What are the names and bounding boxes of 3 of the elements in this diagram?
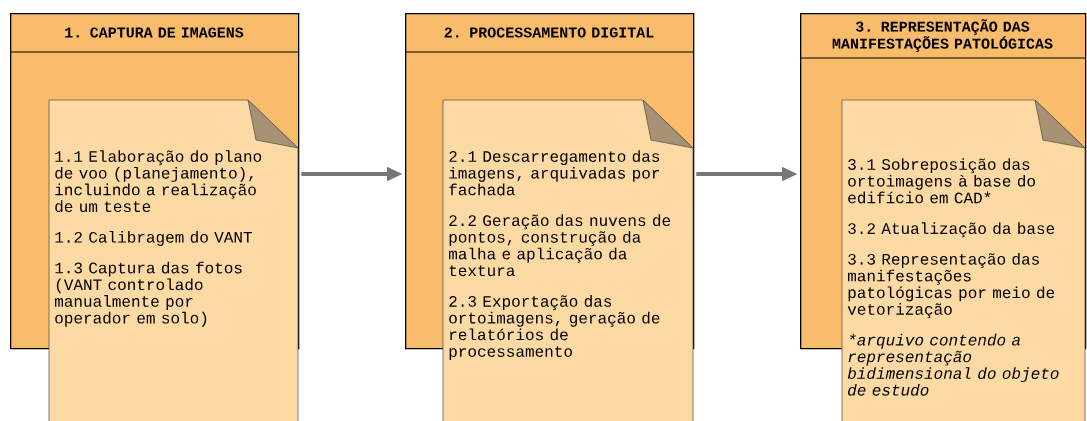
- note-card: 1.1 Elaboração do plano de voo (planejamento), incluindo a realização de um teste 1.2 Calibragem do VANT 1.3 Captura das fotos (VANT controlado manualmente por operador em solo): [48, 99, 299, 421]
- note-card: 2.1 Descarregamento das imagens, arquivadas por fachada 2.2 Geração das nuvens de pontos, construção da malha e aplicação da textura 2.3 Exportação das ortoimagens, geração de relatórios de processamento: [442, 99, 694, 421]
- note-card: 3.1 Sobreposição das ortoimagens à base do edifício em CAD* 3.2 Atualização da base 3.3 Representação das manifestações patológicas por meio de vetorização *arquivo contendo a representação bidimensional do objeto de estudo: [841, 99, 1086, 421]
